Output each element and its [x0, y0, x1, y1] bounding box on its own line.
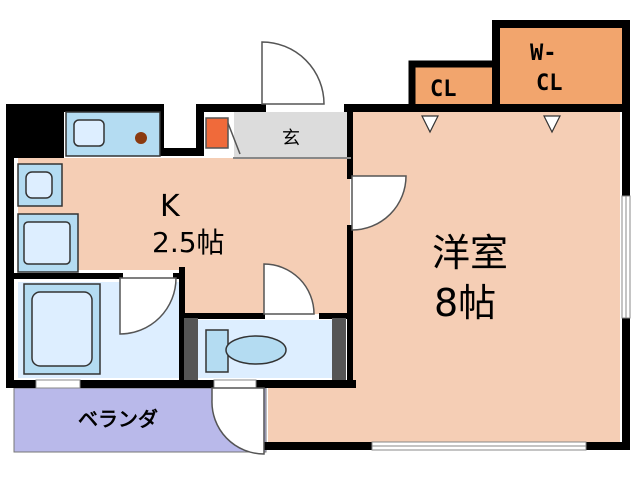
sink-basin	[73, 119, 105, 147]
toilet-wall-left	[184, 318, 198, 380]
western-room-size: 8帖	[434, 281, 496, 325]
walk-in-closet-label-2: CL	[536, 71, 563, 96]
doors	[119, 41, 407, 455]
toilet-tank	[205, 329, 229, 373]
walk-in-closet-label-1: W-	[530, 41, 557, 66]
entrance-floor	[234, 112, 350, 158]
closet-door-markers	[421, 115, 561, 134]
western-room-floor	[352, 112, 620, 442]
living-extension-floor	[268, 382, 352, 442]
shoe-box	[205, 117, 229, 149]
kitchen-size: 2.5帖	[152, 226, 225, 259]
washbasin-bowl	[25, 171, 53, 199]
room-door	[351, 175, 407, 231]
front-door	[261, 41, 325, 105]
closet-label: CL	[430, 77, 457, 102]
walk-in-closet	[492, 20, 630, 112]
fixtures	[17, 111, 287, 375]
western-room-name: 洋室	[432, 231, 508, 275]
bathtub-basin	[31, 291, 93, 367]
balcony-door	[211, 387, 265, 455]
walls	[6, 104, 630, 450]
bathroom-door	[119, 277, 177, 335]
entrance-label: 玄	[282, 128, 300, 149]
toilet-wall-right	[332, 318, 346, 380]
windows	[35, 195, 631, 451]
toilet-bowl	[225, 335, 287, 365]
kitchen-name: K	[160, 189, 181, 224]
stove-knob	[135, 132, 147, 144]
washing-machine-drum	[23, 221, 71, 265]
toilet-door	[263, 263, 315, 315]
balcony-label: ベランダ	[78, 407, 158, 431]
kitchen-corner-column	[14, 112, 64, 158]
